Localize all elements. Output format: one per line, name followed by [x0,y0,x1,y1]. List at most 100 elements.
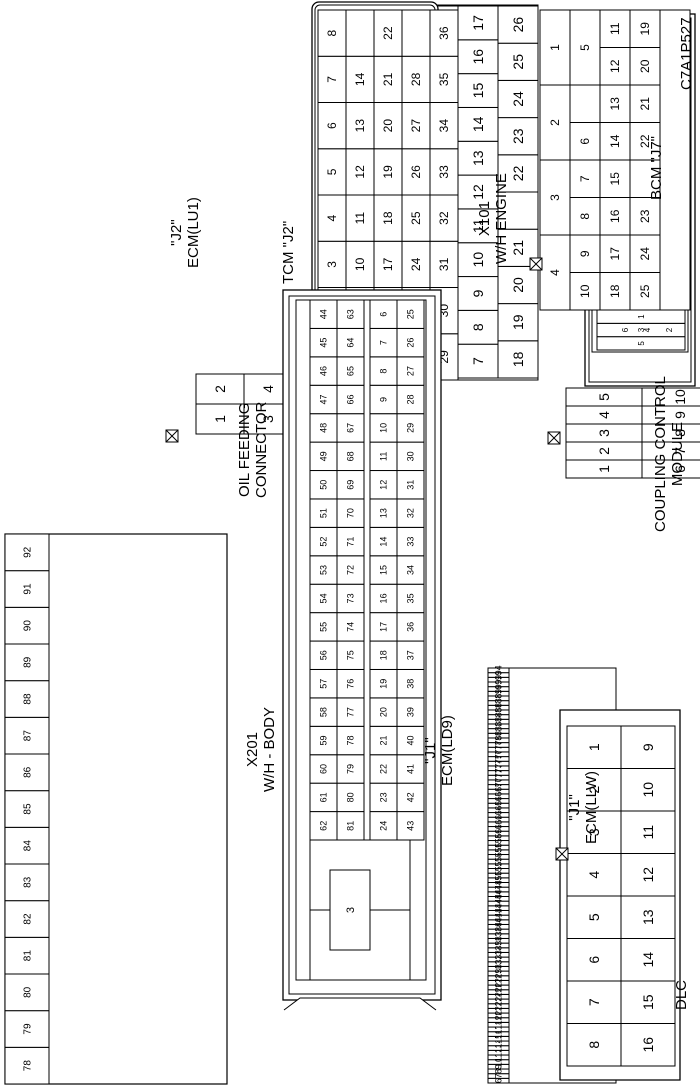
pin-number: 59 [494,829,504,839]
pin-number: 10 [379,423,389,433]
pin-number: 71 [494,773,504,783]
pin-cell [487,667,510,674]
pin-number: 76 [494,749,504,759]
pin-number: 22 [379,764,389,774]
pin-number: 27 [406,366,416,376]
pin-number: 3 [596,429,612,437]
pin-number: 54 [494,852,504,862]
ecm-ld9-name: "J1" [422,737,439,764]
pin-number: 2 [586,786,602,794]
ecm-ld9-label: "J1" ECM(LD9) [422,715,456,786]
pin-number: 27 [494,978,504,988]
pin-number: 16 [379,593,389,603]
dlc-name: DLC [673,979,690,1010]
pin-number: 57 [494,838,504,848]
pin-number: 80 [23,986,34,998]
pin-number: 92 [23,546,34,558]
pin-number: 35 [437,72,451,86]
pin-number: 74 [346,622,356,632]
pin-number: 8 [470,323,486,331]
pin-number: 8 [672,429,688,437]
pin-number: 22 [381,26,395,40]
pin-number: 14 [379,537,389,547]
pin-number: 10 [353,257,367,271]
pin-number: 70 [346,508,356,518]
pin-number: 92 [494,675,504,685]
pin-number: 28 [406,394,416,404]
pin-number: 14 [353,72,367,86]
ecm-ld9-connector: 1236261605958575655545352515049484746454… [282,289,442,1011]
pin-number: 63 [494,810,504,820]
pin-number: 32 [406,508,416,518]
pin-number: 26 [494,982,504,992]
pin-number: 3 [260,415,276,423]
pin-number: 83 [494,717,504,727]
pin-number: 5 [325,168,339,175]
pin-number: 75 [494,754,504,764]
pin-number: 86 [23,766,34,778]
pin-number: 16 [640,1037,656,1053]
pin-number: 17 [608,247,622,261]
pin-number: 4 [548,269,562,276]
pin-number: 13 [353,119,367,133]
pin-number: 23 [638,209,652,223]
pin-number: 69 [346,480,356,490]
pin-number: 11 [494,1053,504,1062]
x101-sub: W/H ENGINE [493,173,510,264]
ecm-lu1-name: "J2" [168,219,185,246]
pin-number: 53 [319,565,329,575]
pin-number: 32 [437,211,451,225]
pin-number: 78 [23,1060,34,1072]
pin-number: 58 [319,707,329,717]
pin-number: 1 [548,44,562,51]
pin-number: 8 [379,369,389,374]
pin-number: 50 [494,870,504,880]
pin-number: 67 [494,791,504,801]
pin-number: 25 [406,309,416,319]
pin-number: 4 [596,411,612,419]
bcm-j7-name: BCM "J7" [648,136,665,200]
pin-number: 1 [596,465,612,473]
pin-number: 58 [494,833,504,843]
pin-number: 24 [638,247,652,261]
pin-number: 9 [578,250,592,257]
pin-number: 33 [406,537,416,547]
pin-cell [401,9,431,57]
pin-number: 32 [494,954,504,964]
pin-number: 73 [346,593,356,603]
pin-number: 17 [379,622,389,632]
pin-number: 48 [319,423,329,433]
pin-cell [629,9,661,48]
pin-number: 77 [346,707,356,717]
center-key [329,869,371,951]
pin-number: 17 [381,257,395,271]
coupling-sub: MODULE [669,421,686,487]
pin-number: 81 [346,821,356,831]
pin-number: 23 [510,128,526,144]
pin-number: 2 [665,327,674,332]
pin-number: 76 [346,679,356,689]
pin-number: 1 [637,314,646,319]
ecm-llw-label: "J1" ECM(LLW) [566,771,600,844]
ecm-ld9-sub: ECM(LD9) [439,715,456,786]
pin-number: 6 [621,327,630,332]
pin-number: 25 [494,987,504,997]
oil-feeding-label: OIL FEEDING CONNECTOR [236,402,270,498]
pin-number: 15 [640,994,656,1010]
pin-number: 40 [494,917,504,927]
pin-number: 90 [23,620,34,632]
pin-number: 15 [608,172,622,186]
pin-number: 82 [494,721,504,731]
pin-number: 17 [494,1024,504,1034]
pin-number: 27 [409,119,423,133]
pin-number: 38 [494,926,504,936]
pin-number: 91 [23,583,34,595]
pin-number: 5 [578,44,592,51]
pin-number: 18 [494,1020,504,1030]
pin-number: 7 [578,175,592,182]
pin-cell [4,533,50,572]
pin-number: 12 [608,59,622,73]
bcm-j7-connector: 4321109876518171615141312112524232221201… [529,9,691,311]
